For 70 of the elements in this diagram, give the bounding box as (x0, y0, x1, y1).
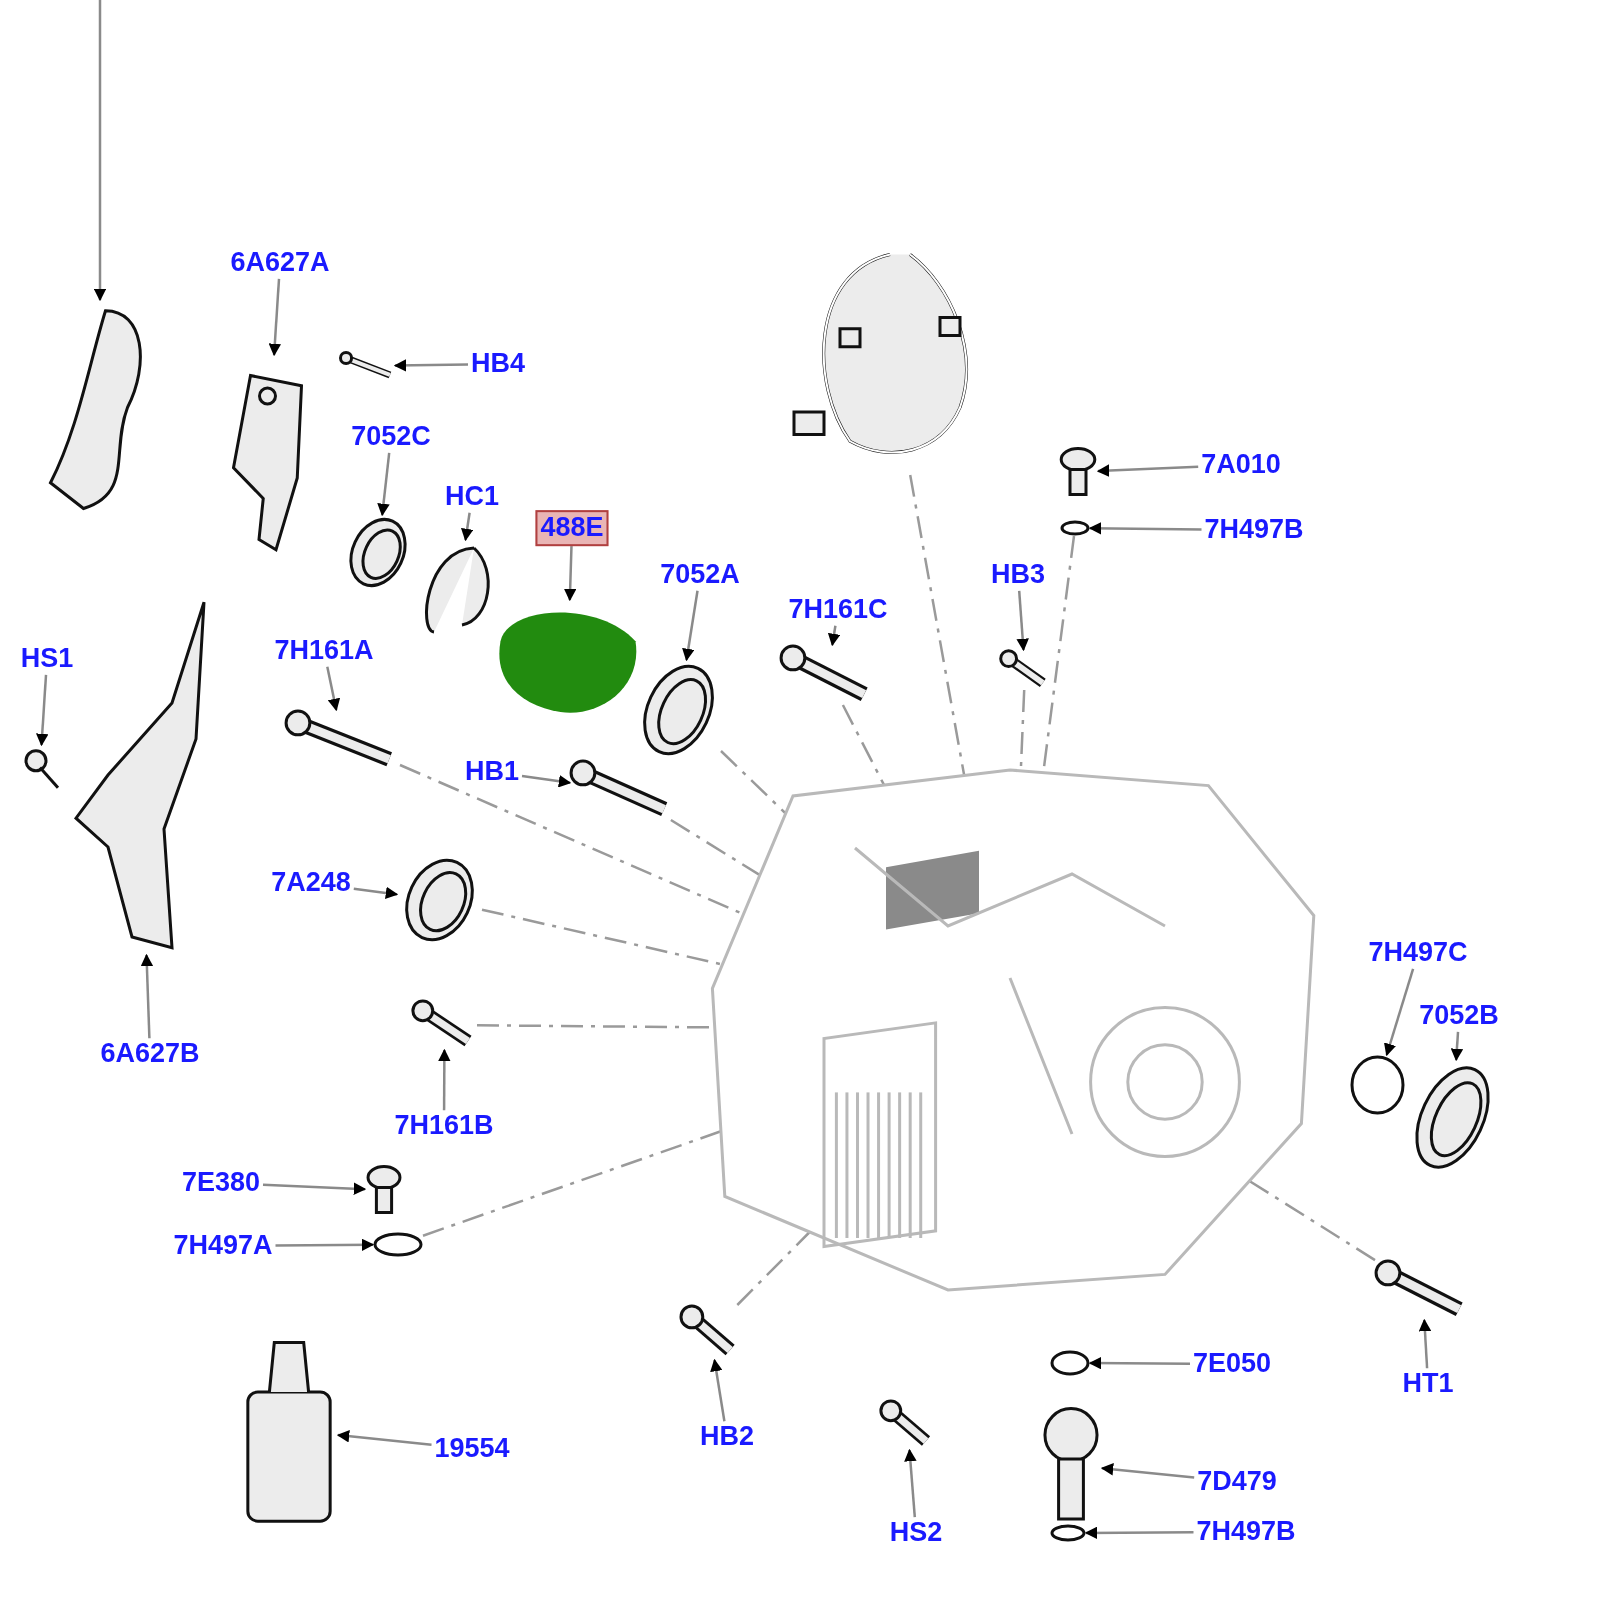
part-number: 7H161B (391, 1110, 497, 1142)
part-number: 7H497A (170, 1230, 276, 1262)
part-number: HB1 (462, 756, 522, 788)
leader-line (521, 774, 572, 788)
part-number: 7E380 (178, 1167, 264, 1199)
part-number: HB4 (468, 348, 528, 380)
leader-line (461, 512, 474, 542)
center-line (720, 750, 787, 815)
leader-line (1096, 464, 1199, 477)
leader-line (682, 590, 699, 662)
part-number: HB3 (988, 559, 1048, 591)
leader-line (1016, 590, 1029, 652)
part-number: 7H161A (271, 635, 377, 667)
washer-drawing (1350, 1055, 1405, 1115)
leader-line (393, 359, 468, 372)
center-line (670, 818, 761, 877)
part-number: 488E (535, 510, 609, 546)
leader-line (1088, 1356, 1190, 1370)
center-line (1248, 1179, 1376, 1262)
center-line (481, 908, 723, 966)
part-number: HS1 (17, 643, 77, 675)
leader-line (563, 545, 577, 602)
leader-line (904, 1448, 917, 1518)
leader-line (326, 666, 341, 712)
leader-line (262, 1182, 367, 1195)
leader-line (1100, 1463, 1195, 1479)
leader-line (1088, 522, 1202, 535)
washer-drawing (1060, 520, 1090, 536)
part-number: 6A627B (97, 1038, 203, 1070)
part-number: 7052B (1416, 1000, 1502, 1032)
part-number: 7052A (657, 559, 743, 591)
leader-line (93, 0, 107, 302)
leader-line (1418, 1318, 1432, 1369)
part-number: 7E050 (1189, 1348, 1275, 1380)
leader-line (336, 1430, 432, 1447)
leader-line (1450, 1031, 1464, 1062)
part-number: 7H161C (785, 594, 891, 626)
center-line (422, 1130, 722, 1237)
part-number: HB2 (697, 1421, 757, 1453)
part-number: HS2 (886, 1517, 946, 1549)
part-number: HT1 (1399, 1368, 1457, 1400)
washer-drawing (1050, 1524, 1086, 1542)
leader-line (36, 674, 49, 747)
center-line (736, 1231, 811, 1306)
leader-line (438, 1048, 451, 1111)
part-number: 6A627A (227, 247, 333, 279)
washer-drawing (373, 1232, 423, 1257)
center-line (841, 704, 886, 786)
leader-line (827, 625, 841, 647)
part-number: 7052C (348, 421, 434, 453)
part-number: 7A010 (1198, 449, 1284, 481)
washer-drawing (1050, 1350, 1090, 1376)
part-number: 7H497B (1193, 1516, 1299, 1548)
part-number: 7H497C (1365, 937, 1471, 969)
part-number: HC1 (442, 481, 502, 513)
leader-line (353, 886, 399, 900)
part-number: 7H497B (1201, 514, 1307, 546)
plug-drawing (365, 1165, 403, 1215)
leader-line (1384, 968, 1415, 1057)
center-line (908, 474, 966, 776)
leader-line (275, 1238, 375, 1252)
leader-line (1084, 1526, 1194, 1540)
leader-line (268, 278, 282, 357)
leader-line (710, 1358, 726, 1422)
leader-line (140, 953, 154, 1039)
part-number: 19554 (431, 1433, 513, 1465)
part-number: 7D479 (1194, 1466, 1280, 1498)
plug-drawing (1058, 447, 1098, 497)
part-number: 7A248 (268, 867, 354, 899)
leader-line (377, 452, 391, 517)
